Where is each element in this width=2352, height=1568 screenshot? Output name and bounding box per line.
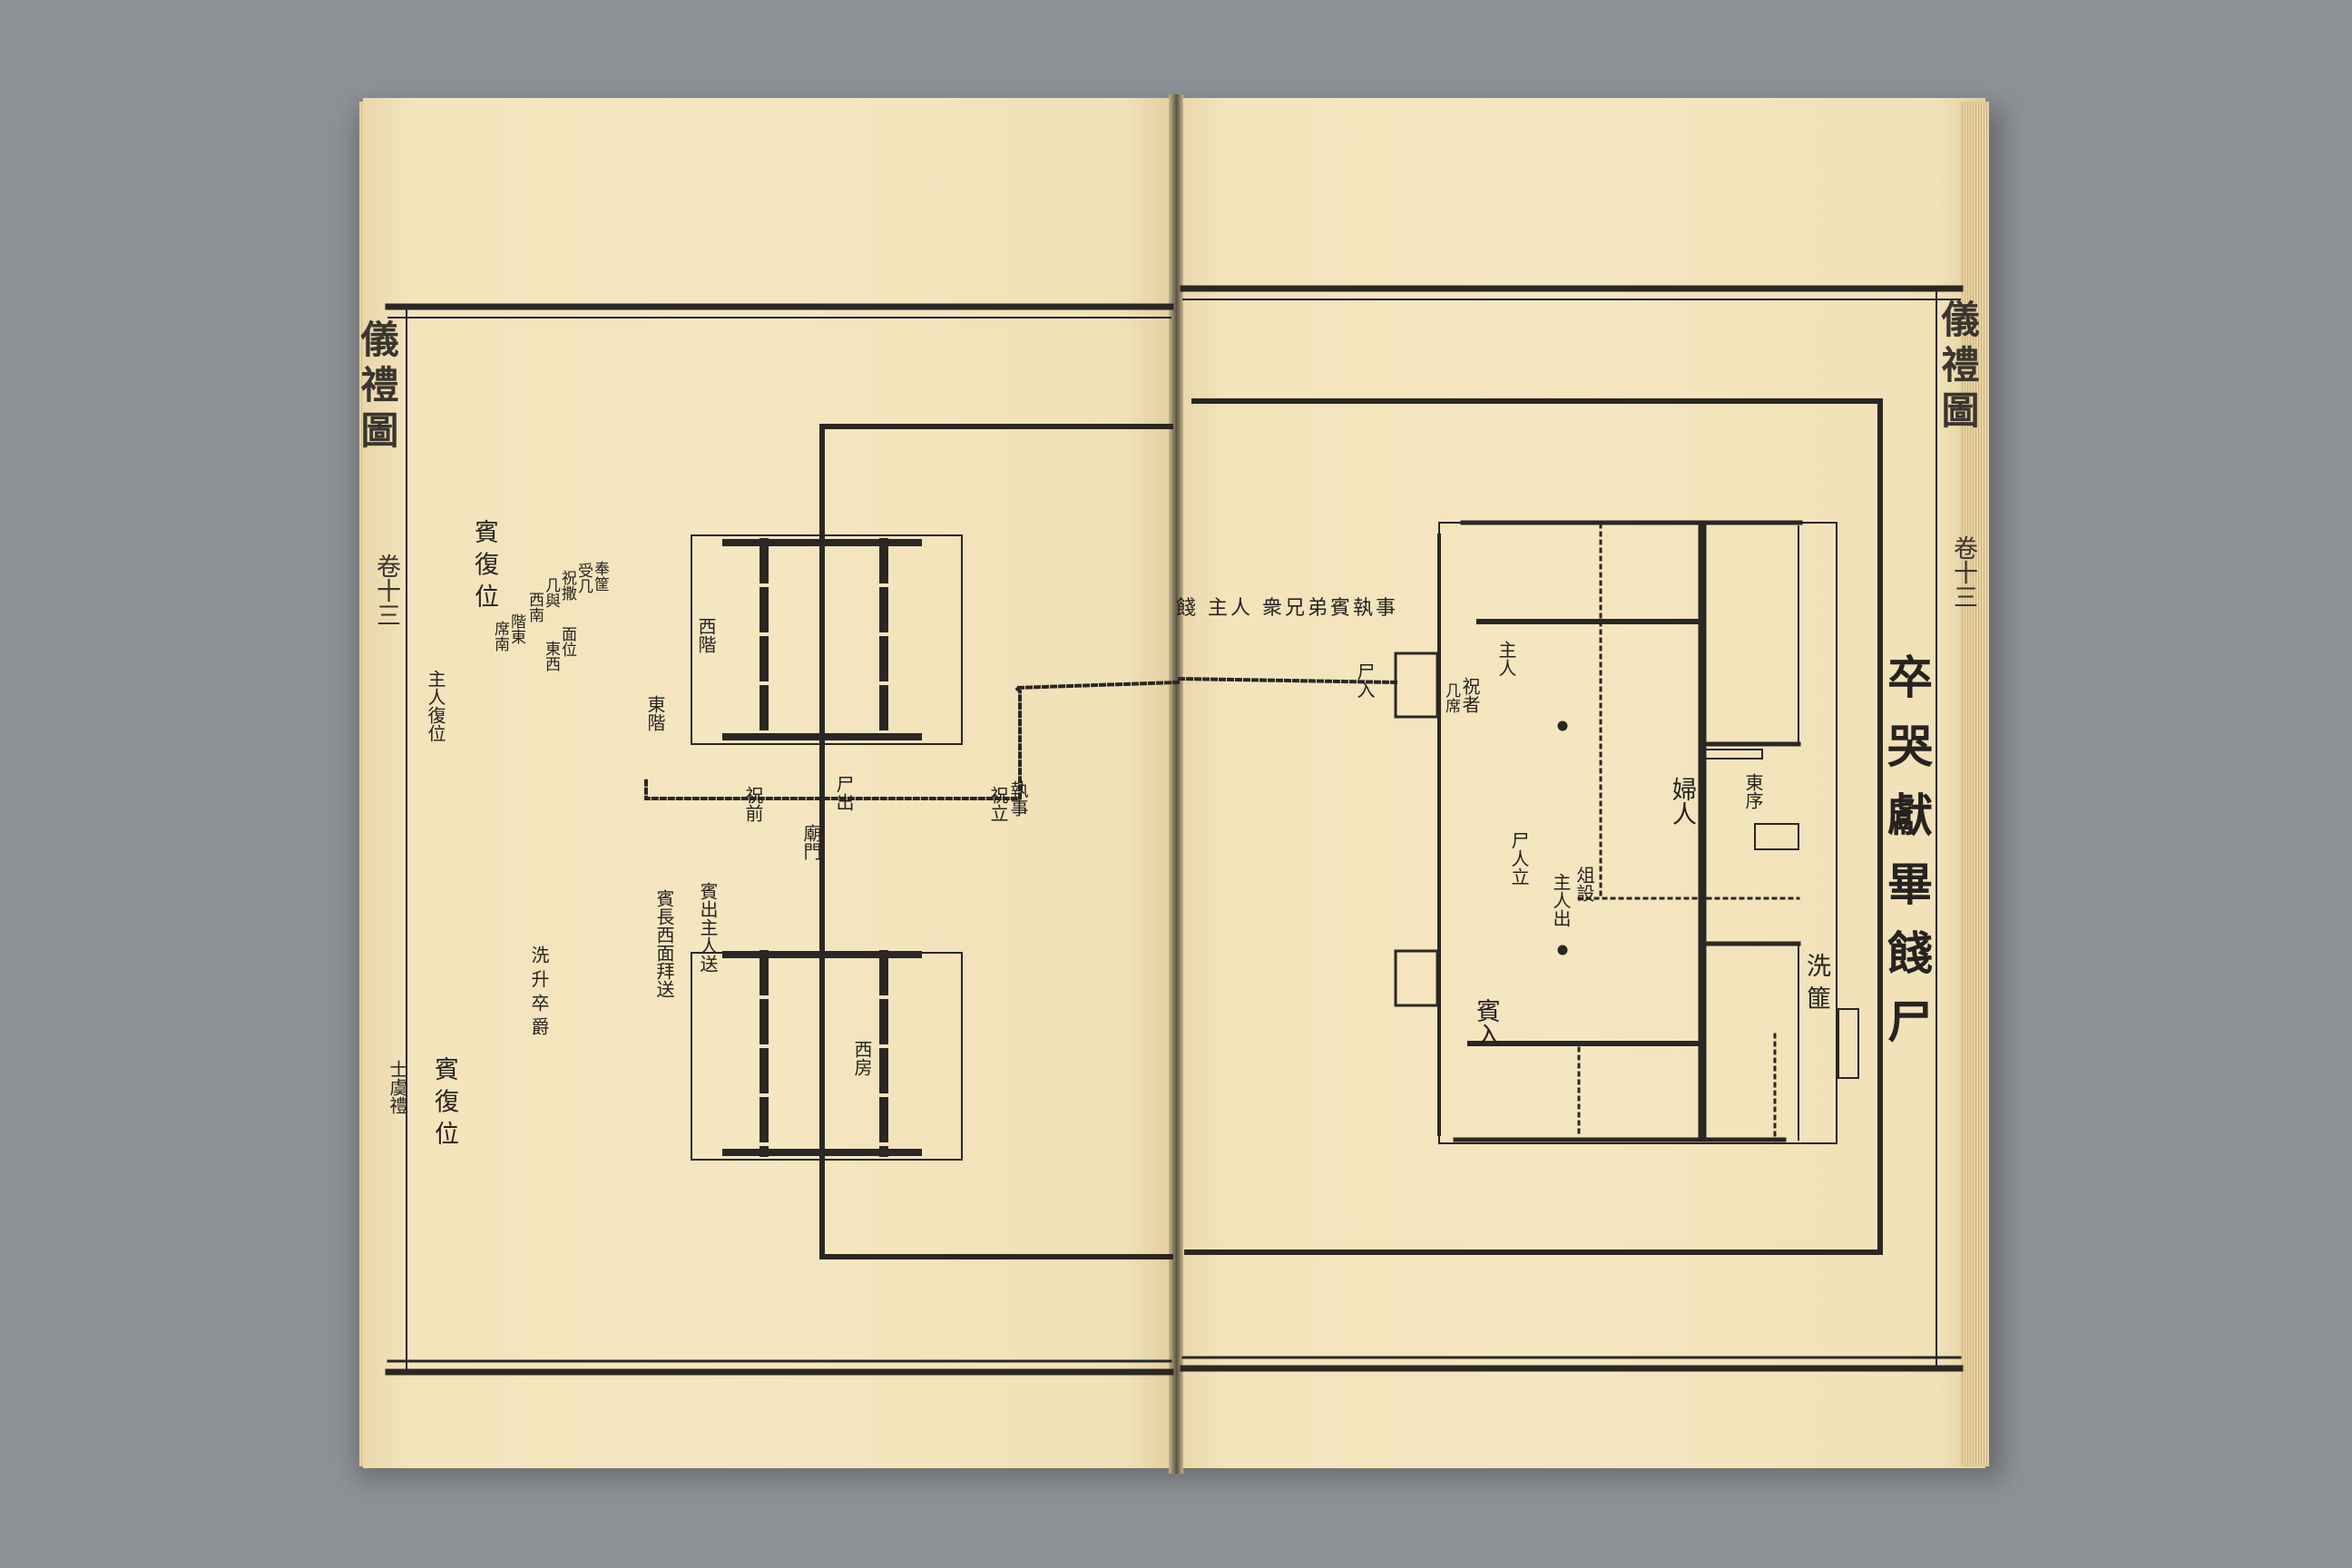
label-dong-jie-note-4: 席南 [491,621,509,652]
label-fu-ren: 婦人 [1668,777,1696,826]
label-dong-xu: 東序 [1742,773,1764,809]
label-wash-note: 洗 升 卒 爵 [528,946,550,1036]
label-ju-note: 主人出 [1550,873,1572,927]
right-margin-title: 儀禮圖 [1936,299,1980,436]
label-bin-fu-wei-top: 賓 復 位 [470,519,498,609]
lower-steps [691,941,963,1259]
label-temple-gate: 廟門 [800,824,822,860]
label-shi-chu: 尸出 [833,775,855,811]
label-note-4: 几與 [542,577,560,608]
label-zhi-shi: 執事 [1007,780,1029,817]
label-shi-ren-zhi: 尸人立 [1508,831,1530,886]
label-zhu-qian: 祝前 [742,786,764,822]
label-bin-fu-wei-bottom: 賓 復 位 [430,1056,458,1146]
right-margin-chapter: 卷十三 [1949,535,1977,609]
label-dong-jie-note-3: 階東 [507,613,525,644]
label-zu-note: 俎設 [1573,866,1595,902]
hall-building [1394,520,1859,1144]
label-xi-fang: 西房 [851,1040,873,1076]
label-note-2: 受几 [574,563,593,593]
label-dong-jie-note-1: 面位 [558,626,576,657]
label-note-3: 祝撒 [558,570,576,601]
outer-wall-right [1184,398,1883,1255]
label-zhu-lu: 祝立 [987,786,1009,822]
right-page [1178,98,1985,1468]
label-shi-ren: 尸入 [1354,662,1376,699]
book-gutter [1169,94,1183,1474]
horizontal-note: 餞 主人 衆兄弟賓執事 [1176,597,1398,620]
main-title: 卒哭獻畢餞尸 [1880,653,1934,1067]
label-zhu-ren: 主人 [1495,641,1517,677]
upper-steps [691,533,963,747]
courtyard-wall [819,424,1173,1259]
label-zhu-ren-fu-wei: 主人復位 [425,670,446,742]
label-ji-xi: 几席 [1442,682,1460,713]
procession-path-left [644,680,1181,800]
label-note-5: 西南 [525,592,544,622]
left-margin-chapter: 卷十三 [372,554,400,627]
label-xi-jie: 西階 [695,617,717,653]
label-hall-notes-2: 賓長西面拜送 [653,889,675,998]
left-page [363,98,1172,1468]
label-zhu-zhe: 祝者 [1459,677,1481,713]
left-margin-footer: 士虞禮 [387,1060,408,1114]
label-dong-jie-note-2: 東西 [542,641,560,671]
label-hall-notes-1: 賓出主人送 [697,882,719,973]
procession-path-right [1177,676,1398,685]
label-dong-jie: 東階 [644,695,666,731]
left-margin-title: 儀禮圖 [355,319,399,456]
label-note-1: 奉筐 [591,561,609,592]
label-ping: 篚 [1802,985,1830,1010]
label-bin-ru: 賓入 [1472,998,1500,1047]
right-page-edges [1960,102,1989,1466]
label-xi: 洗 [1802,953,1830,977]
